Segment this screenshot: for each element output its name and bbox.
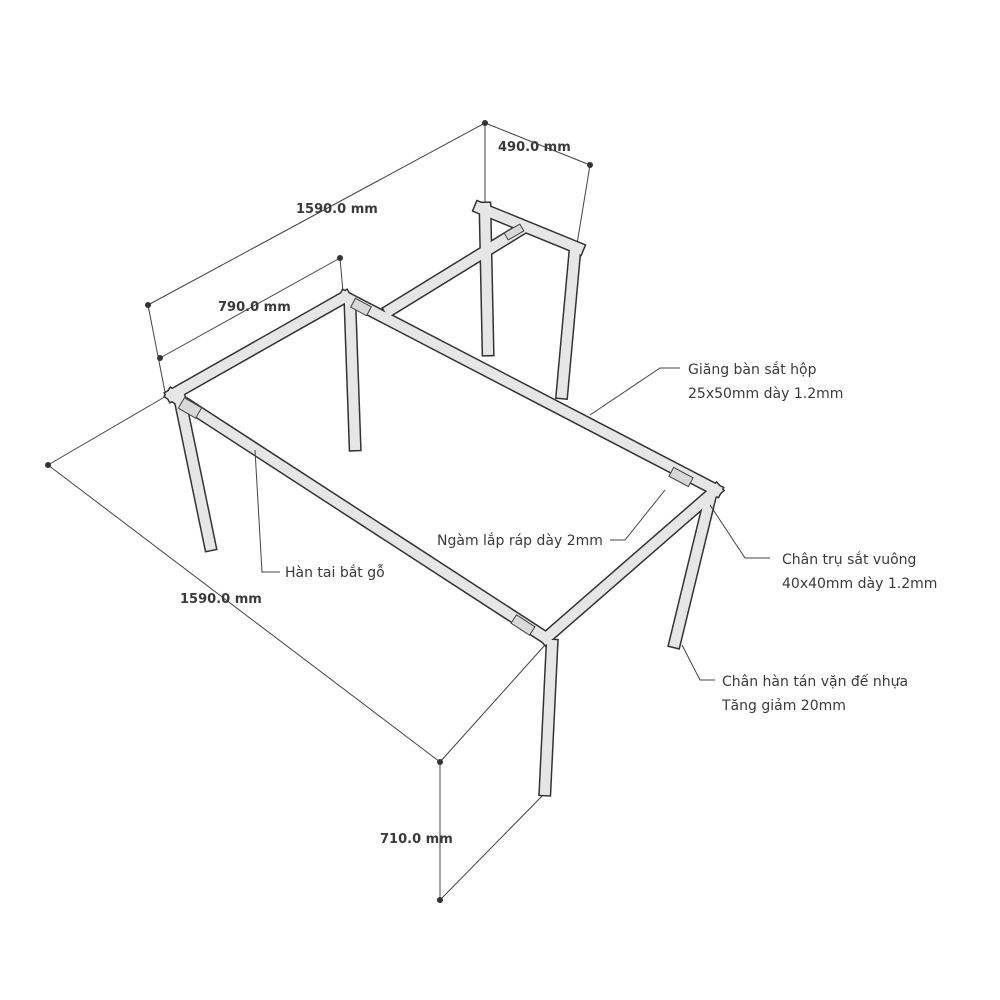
joint-plates xyxy=(177,223,694,636)
dimension-side-length: 1590.0 mm xyxy=(180,592,262,607)
annotation-brace: Giăng bàn sắt hộp 25x50mm dày 1.2mm xyxy=(688,358,843,406)
leader-lines xyxy=(254,367,770,681)
annotation-brace-line1: Giăng bàn sắt hộp xyxy=(688,362,817,378)
dimension-lines xyxy=(47,122,591,901)
annotation-leg-line2: 40x40mm dày 1.2mm xyxy=(782,576,938,592)
annotation-foot-line1: Chân hàn tán vặn đế nhựa xyxy=(722,674,909,690)
annotation-brace-line2: 25x50mm dày 1.2mm xyxy=(688,386,844,402)
annotation-tab: Hàn tai bắt gỗ xyxy=(285,565,385,581)
annotation-leg-line1: Chân trụ sắt vuông xyxy=(782,552,917,568)
frame-members xyxy=(163,199,726,797)
dimension-extension-width: 490.0 mm xyxy=(498,140,571,155)
dimension-height: 710.0 mm xyxy=(380,832,453,847)
dimension-top-length: 1590.0 mm xyxy=(296,202,378,217)
annotation-foot-line2: Tăng giảm 20mm xyxy=(722,698,846,714)
annotation-leg: Chân trụ sắt vuông 40x40mm dày 1.2mm xyxy=(782,548,937,596)
annotation-foot: Chân hàn tán vặn đế nhựa Tăng giảm 20mm xyxy=(722,670,908,718)
dimension-table-width: 790.0 mm xyxy=(218,300,291,315)
dimension-dots xyxy=(45,120,593,903)
annotation-joint: Ngàm lắp ráp dày 2mm xyxy=(437,533,603,549)
